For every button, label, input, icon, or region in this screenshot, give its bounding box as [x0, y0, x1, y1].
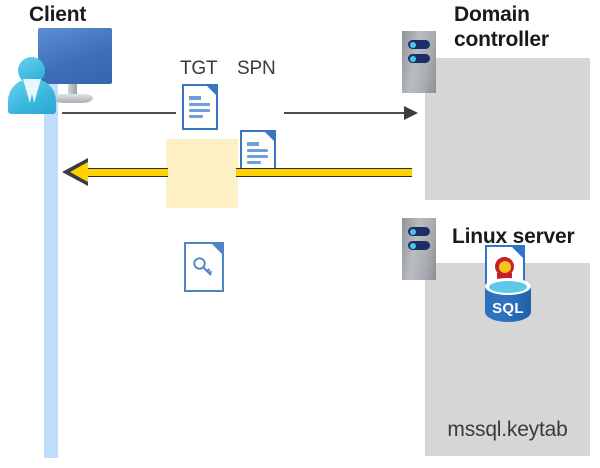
domain-controller-title-line2: controller — [454, 27, 549, 51]
document-text-line — [247, 155, 268, 158]
response-arrowhead-fill — [70, 162, 88, 182]
response-line-right — [236, 168, 412, 177]
linux-server-title: Linux server — [452, 225, 575, 248]
client-icon-group — [8, 28, 118, 118]
server-led-bottom — [408, 241, 430, 250]
client-to-docs-line — [62, 112, 176, 114]
keytab-file-label: mssql.keytab — [447, 418, 568, 441]
client-title: Client — [29, 3, 87, 26]
monitor-base-icon — [53, 94, 93, 103]
tgt-document-icon — [182, 84, 218, 130]
linux-server-icon — [402, 218, 436, 280]
document-text-line — [247, 161, 261, 164]
tgt-label: TGT — [180, 58, 218, 79]
client-lifeline-bar — [44, 73, 58, 458]
server-led-top — [408, 40, 430, 49]
document-header-line — [189, 96, 201, 100]
certificate-seal-inner — [498, 260, 511, 273]
response-line-left — [86, 168, 168, 177]
ticket-highlight-box — [166, 139, 238, 208]
document-text-line — [189, 103, 210, 106]
document-text-line — [189, 109, 210, 112]
database-top-fill — [489, 280, 527, 293]
key-document-icon — [184, 242, 224, 292]
monitor-icon — [38, 28, 112, 84]
domain-controller-title: Domain controller — [454, 3, 600, 53]
sql-database-icon: SQL — [485, 278, 531, 328]
document-text-line — [247, 149, 268, 152]
domain-controller-panel — [425, 58, 590, 200]
document-page — [182, 84, 218, 130]
request-arrowhead-icon — [404, 106, 418, 120]
spn-label: SPN — [237, 58, 276, 79]
sql-database-label: SQL — [492, 300, 524, 317]
domain-controller-title-line1: Domain — [454, 3, 530, 26]
document-text-line — [189, 115, 203, 118]
document-header-line — [247, 142, 259, 146]
server-led-bottom — [408, 54, 430, 63]
docs-to-domain-controller-line — [284, 112, 408, 114]
monitor-stand-icon — [68, 84, 77, 97]
key-glyph-icon — [193, 257, 213, 276]
server-led-top — [408, 227, 430, 236]
domain-controller-server-icon — [402, 31, 436, 93]
